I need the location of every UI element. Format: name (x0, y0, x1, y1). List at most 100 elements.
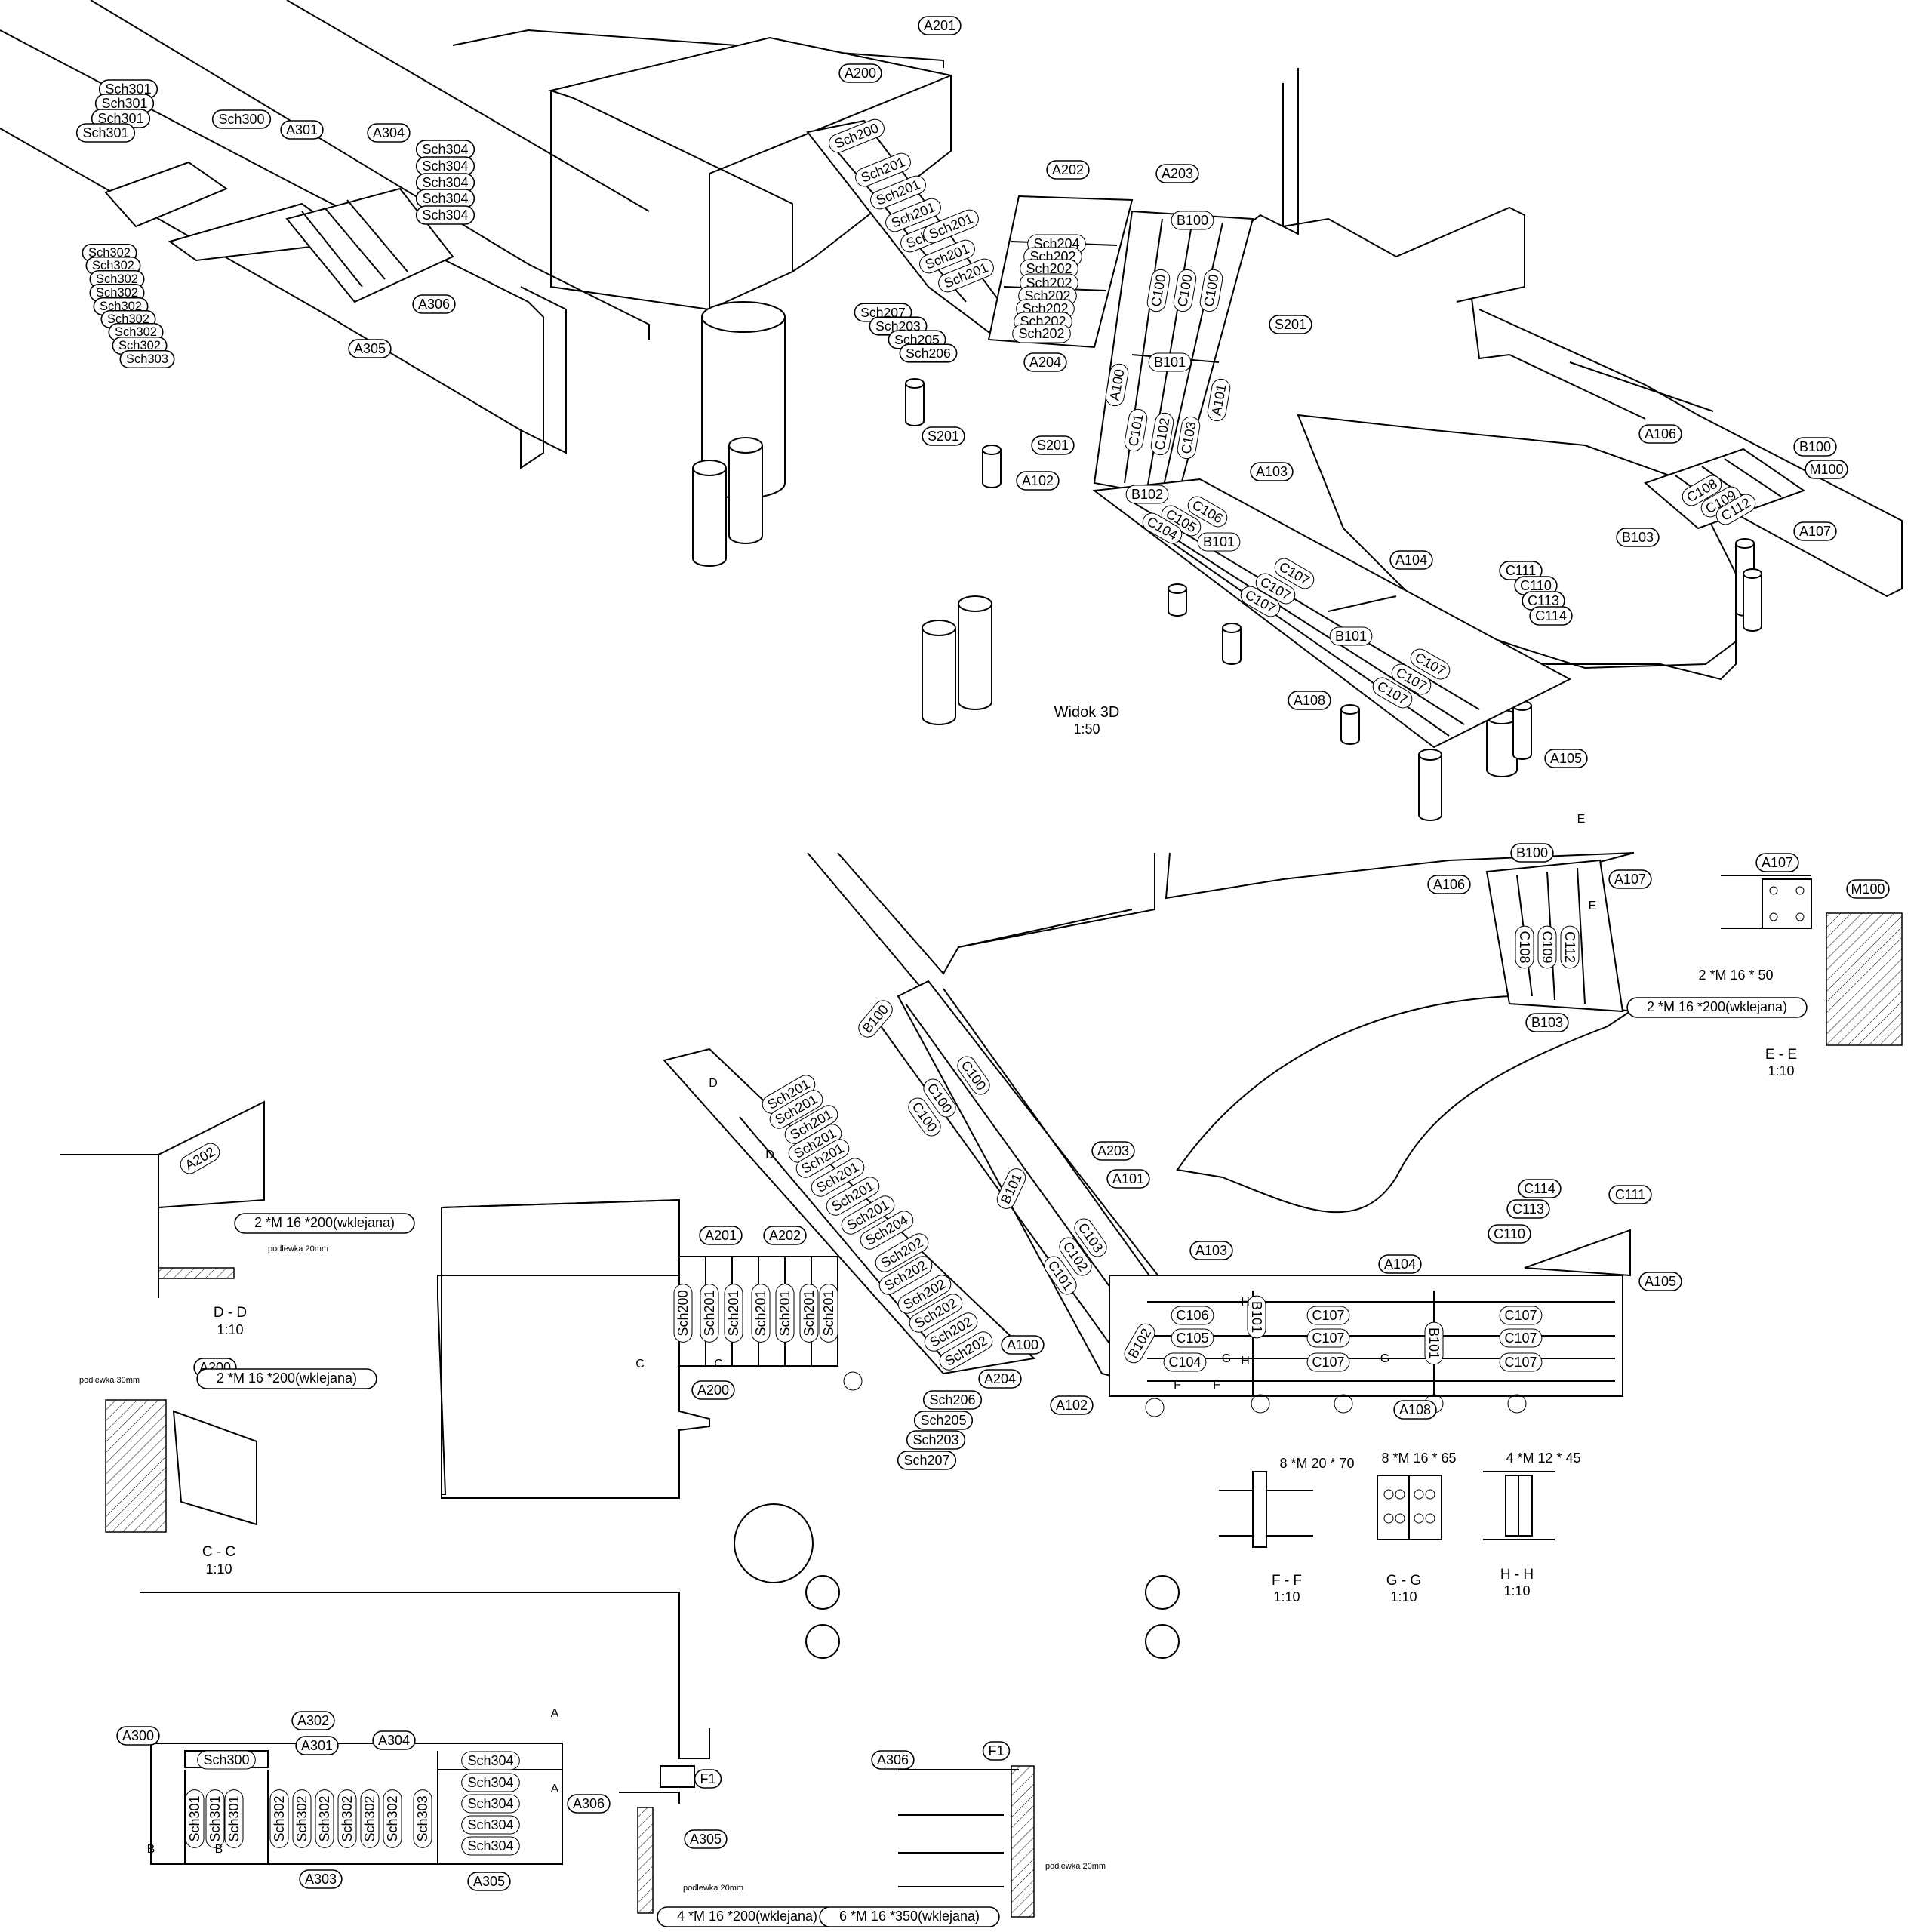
part-label-text: Sch302 (294, 1795, 309, 1841)
part-label: A305 (684, 1829, 728, 1849)
part-label-text: Sch302 (362, 1795, 377, 1841)
part-label: Sch302 (360, 1789, 380, 1848)
cylinder (692, 460, 727, 567)
part-label-text: Sch203 (912, 1432, 958, 1447)
part-label: C103 (1177, 416, 1201, 460)
part-label-text: A107 (1614, 872, 1646, 887)
cylinder (728, 437, 763, 544)
part-label: A100 (1001, 1335, 1045, 1355)
part-label: B100 (1510, 843, 1554, 863)
part-label-text: C107 (1504, 1355, 1537, 1370)
part-label: A102 (1050, 1395, 1094, 1415)
part-label: A103 (1250, 462, 1294, 481)
annotation-text: E (1589, 900, 1597, 912)
part-label-text: Sch301 (226, 1795, 242, 1841)
part-label: Sch201 (724, 1284, 743, 1343)
part-label-text: Sch203 (875, 318, 921, 334)
part-label-text: B101 (1426, 1327, 1442, 1359)
annotation-text: F - F (1272, 1573, 1302, 1589)
part-label: C111 (1608, 1185, 1652, 1204)
annotation-text: 1:10 (1273, 1589, 1300, 1604)
part-label: Sch200 (673, 1284, 693, 1343)
part-label: B103 (1616, 528, 1660, 547)
part-label: B101 (1329, 626, 1373, 646)
annotation-text: G (1222, 1352, 1231, 1365)
part-label: Sch304 (415, 189, 475, 208)
part-label-text: Sch302 (317, 1795, 332, 1841)
part-label: B100 (1793, 437, 1837, 457)
part-label-text: Sch202 (1026, 261, 1072, 276)
part-label: Sch300 (211, 109, 272, 129)
part-label-text: A108 (1399, 1402, 1431, 1417)
part-label-text: Sch304 (467, 1796, 513, 1811)
annotation-text: D (765, 1149, 774, 1161)
cylinder (1168, 583, 1187, 617)
part-label-text: A305 (690, 1832, 722, 1847)
part-label: S201 (922, 426, 965, 446)
part-label-text: B101 (1154, 355, 1186, 370)
part-label-text: Sch205 (894, 332, 940, 347)
part-label-text: F1 (988, 1743, 1004, 1758)
annotation-text: E (1577, 813, 1586, 826)
part-label-text: C109 (1540, 931, 1555, 963)
annotation-text: B (147, 1843, 155, 1856)
part-label: A304 (367, 123, 411, 143)
annotation-text: E - E (1765, 1047, 1797, 1063)
annotation-text: C (714, 1358, 723, 1371)
part-label: A201 (918, 16, 962, 35)
part-label: C102 (1150, 412, 1174, 456)
part-label: Sch201 (799, 1284, 819, 1343)
columns-3d (692, 301, 1762, 821)
part-label-text: S201 (1037, 438, 1069, 453)
part-label-text: Sch302 (100, 300, 142, 313)
annotation-text: 1:10 (205, 1561, 232, 1577)
annotation-text: podlewka 20mm (1045, 1862, 1106, 1871)
cylinder (1418, 749, 1442, 821)
section-ee (1721, 875, 1903, 1046)
part-label: Sch302 (315, 1789, 334, 1848)
part-label: Sch202 (1020, 259, 1078, 278)
section-dd (60, 1100, 265, 1298)
part-label-text: C107 (1504, 1331, 1537, 1346)
part-label: C111 (1499, 561, 1543, 580)
part-label: Sch304 (415, 205, 475, 225)
part-label: Sch304 (461, 1751, 520, 1770)
cylinder (1340, 704, 1360, 745)
part-label-text: A106 (1645, 426, 1676, 441)
part-label-text: A203 (1162, 166, 1193, 181)
annotation-text: G - G (1386, 1573, 1421, 1589)
part-label: Sch302 (383, 1789, 402, 1848)
part-label: C107 (1499, 1352, 1543, 1372)
part-label-text: C107 (1312, 1331, 1344, 1346)
annotation-text: 1:10 (1390, 1589, 1417, 1604)
part-label: S201 (1031, 435, 1075, 455)
part-label-text: Sch206 (906, 346, 951, 361)
part-label-text: A200 (845, 66, 876, 81)
part-label-text: C108 (1517, 931, 1532, 963)
part-label-text: Sch302 (340, 1795, 355, 1841)
part-label-text: B100 (1516, 845, 1548, 860)
annotation-text: 1:10 (1768, 1063, 1794, 1078)
part-label-text: B100 (1177, 213, 1208, 228)
part-label: A200 (838, 63, 882, 83)
part-label: A303 (299, 1869, 343, 1889)
part-label: Sch304 (461, 1773, 520, 1792)
cylinder (1512, 700, 1532, 760)
part-label: Sch304 (415, 156, 475, 176)
part-label: A107 (1793, 521, 1837, 541)
part-label: Sch301 (98, 79, 158, 99)
part-label-text: Sch202 (1018, 326, 1064, 341)
part-label: A305 (348, 339, 392, 358)
part-label-text: S201 (1275, 317, 1306, 332)
part-label-text: F1 (700, 1771, 715, 1786)
part-label-text: M100 (1809, 462, 1843, 477)
part-label: Sch301 (75, 123, 136, 143)
part-label: Sch201 (751, 1284, 771, 1343)
part-label: C114 (1518, 1179, 1562, 1198)
part-label-text: Sch201 (702, 1290, 717, 1336)
part-label-text: Sch205 (920, 1413, 966, 1428)
part-label-text: Sch207 (860, 305, 906, 320)
part-label-text: A102 (1022, 473, 1054, 488)
annotation-text: podlewka 20mm (683, 1884, 743, 1893)
